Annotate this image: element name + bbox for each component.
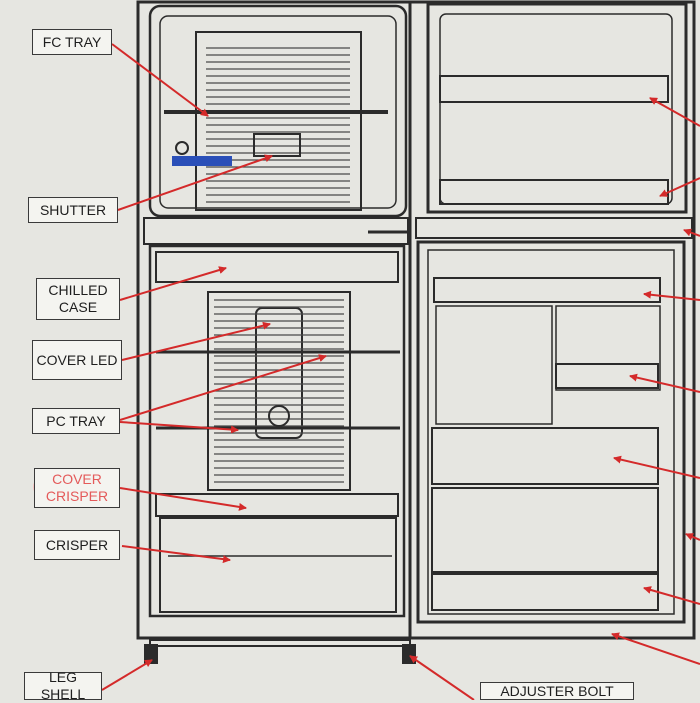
arrow-fc-tray (111, 43, 209, 117)
arrow-leg-shell (101, 659, 153, 691)
bottom-right-door (416, 240, 686, 624)
led-lens (268, 405, 290, 427)
arrow-adjuster-bolt (409, 655, 475, 700)
top-right-door (426, 2, 688, 214)
blue-marker (172, 156, 232, 166)
arrow-right-1 (649, 97, 700, 127)
arrow-cover-led (121, 321, 271, 361)
door-bin-right (555, 305, 661, 391)
callout-cover-led: COVER LED (32, 340, 122, 380)
fc-inner (159, 15, 397, 209)
top-right-inner (439, 13, 673, 205)
arrow-chilled-case (119, 266, 227, 301)
door-shelf-2 (431, 427, 659, 485)
fc-knob (175, 141, 189, 155)
base-rail (149, 639, 411, 647)
arrow-crisper (121, 545, 231, 564)
callout-shutter: SHUTTER (28, 197, 118, 223)
pc-grille (214, 299, 344, 483)
callout-cover-crisper: COVER CRISPER (33, 468, 120, 508)
door-bin-small (555, 363, 659, 389)
callout-fc-tray: FC TRAY (32, 29, 112, 55)
crisper-box (159, 517, 397, 613)
fc-compartment (148, 4, 408, 218)
fc-panel (195, 31, 362, 211)
fc-details (164, 110, 388, 427)
feet (144, 639, 416, 664)
shutter-bracket (253, 133, 301, 157)
arrow-right-7 (685, 533, 700, 541)
top-right-shelf-1 (439, 75, 669, 103)
callout-leg-shell: LEG SHELL (24, 669, 102, 702)
arrow-right-2 (659, 177, 700, 197)
right-cabinet (368, 0, 696, 640)
door-bin-left (435, 305, 553, 425)
arrow-cover-crisper (119, 487, 247, 511)
arrow-right-8 (643, 586, 700, 605)
arrow-right-3 (683, 228, 700, 237)
arrow-right-9 (611, 632, 700, 665)
bottom-right-inner (427, 249, 675, 615)
cover-crisper-shelf (155, 493, 399, 517)
left-cabinet (136, 0, 412, 640)
right-outer-frame (408, 0, 696, 640)
callout-arrows (101, 43, 700, 700)
arrow-right-5 (629, 373, 700, 393)
callout-adjuster-bolt: ADJUSTER BOLT (480, 682, 634, 700)
led-cover (255, 307, 303, 439)
callout-crisper: CRISPER (34, 530, 120, 560)
arrow-pc-tray-2 (119, 421, 239, 434)
fc-grille (206, 47, 350, 203)
door-shelf-1 (433, 277, 661, 303)
arrow-right-6 (613, 455, 700, 479)
top-right-shelf-2 (439, 179, 669, 205)
pc-inner-panel (207, 291, 351, 491)
arrow-pc-tray-1 (119, 354, 327, 421)
chilled-case-shelf (155, 251, 399, 283)
arrow-right-4 (643, 290, 700, 301)
mid-band (415, 217, 693, 239)
arrow-shutter (117, 154, 273, 211)
door-shelf-4 (431, 573, 659, 611)
callout-chilled-case: CHILLED CASE (36, 278, 120, 320)
door-shelf-3 (431, 487, 659, 573)
foot-left (144, 644, 158, 664)
pc-compartment (148, 244, 406, 618)
callout-pc-tray: PC TRAY (32, 408, 120, 434)
